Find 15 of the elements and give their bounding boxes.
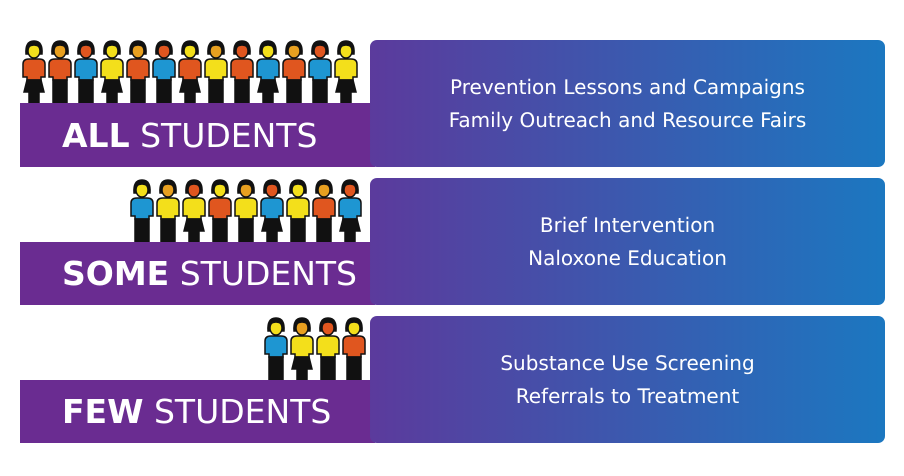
program-item: Prevention Lessons and Campaigns (450, 74, 805, 100)
program-item: Family Outreach and Resource Fairs (448, 106, 806, 134)
tier-label-band (20, 242, 375, 305)
tier-content-box (370, 316, 885, 443)
program-item: Naloxone Education (528, 244, 727, 272)
tier-content-box (370, 178, 885, 305)
tier-label-band (20, 103, 375, 167)
tier-content-box (370, 40, 885, 167)
program-item: Referrals to Treatment (516, 382, 740, 410)
tier-label: SOME STUDENTS (62, 254, 358, 293)
program-item: Substance Use Screening (500, 350, 755, 376)
program-item: Brief Intervention (540, 212, 716, 238)
tier-label-band (20, 380, 375, 443)
tier-label: ALL STUDENTS (62, 116, 318, 154)
tier-label: FEW STUDENTS (62, 392, 332, 431)
